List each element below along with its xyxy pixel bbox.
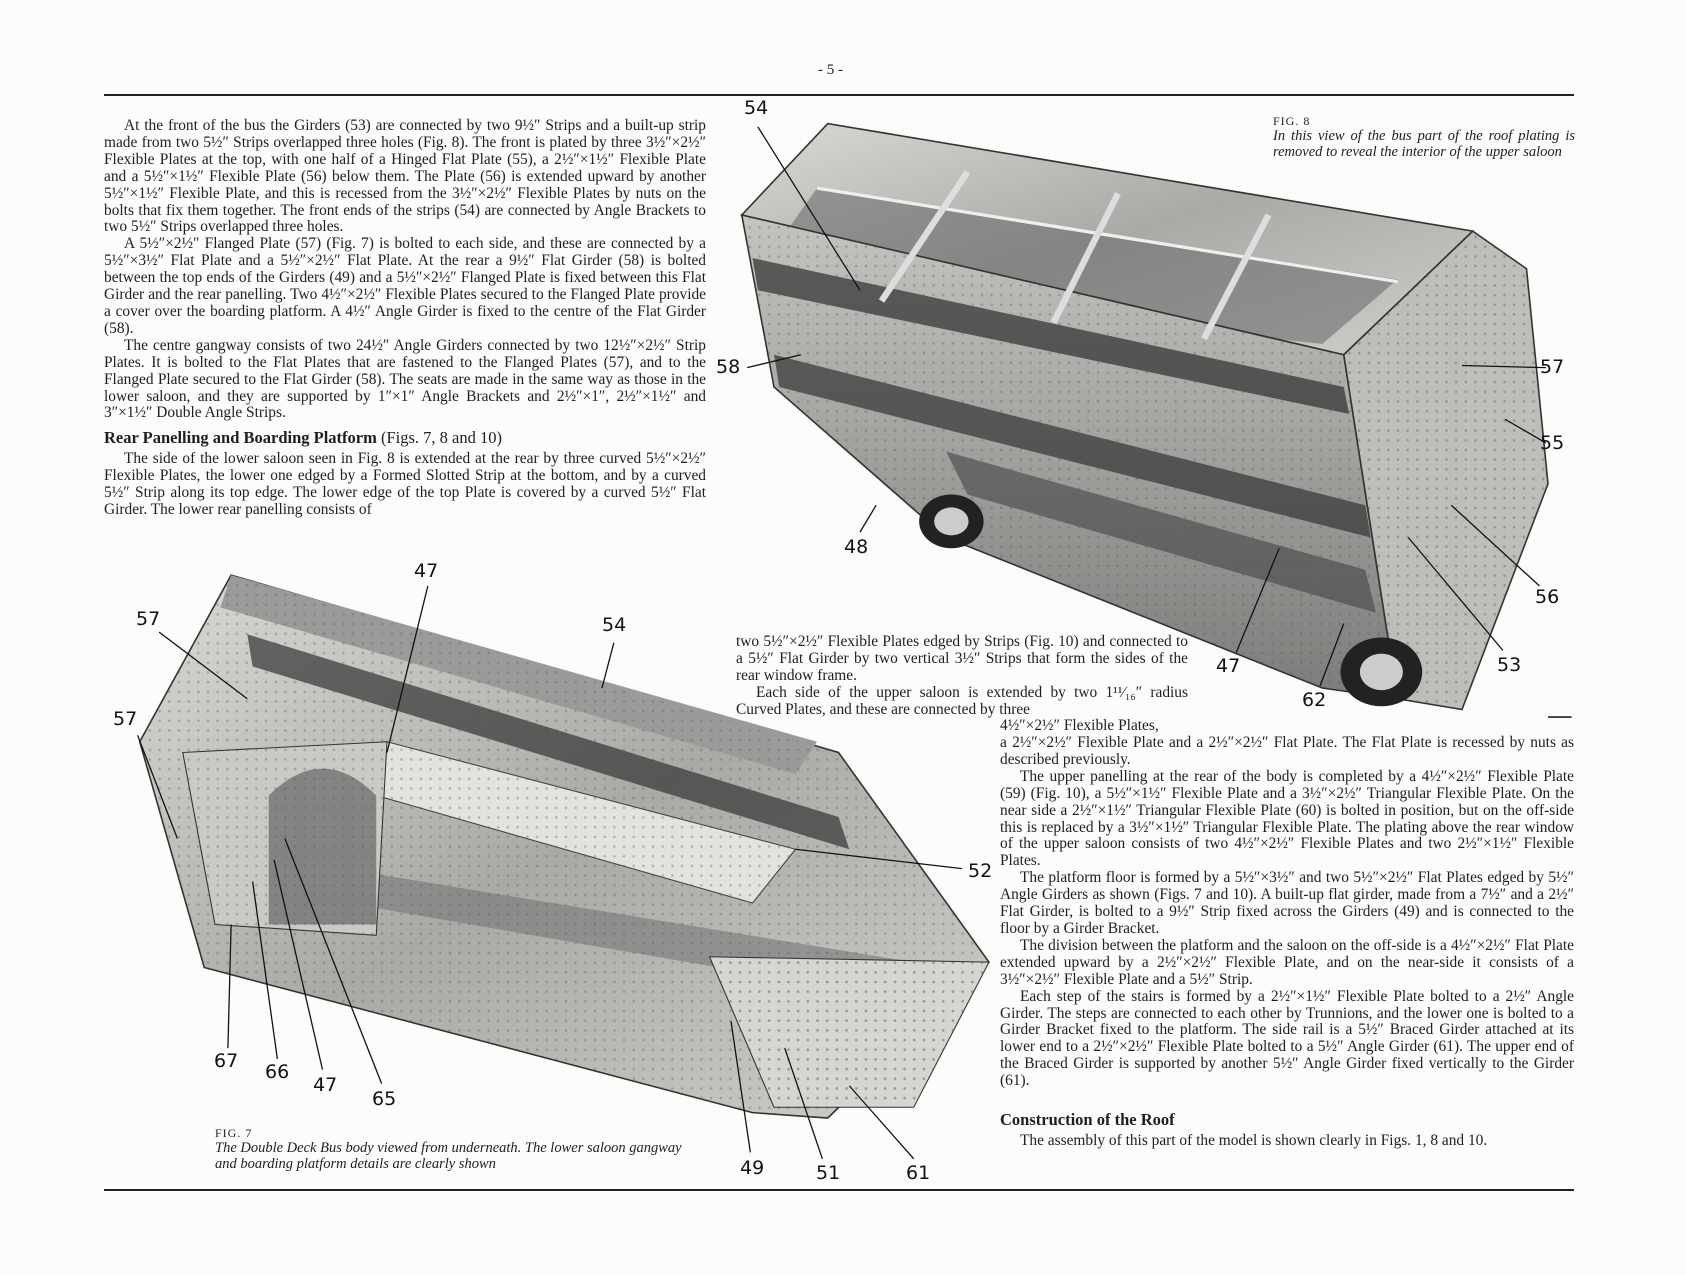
body-paragraph: Each step of the stairs is formed by a 2… — [1000, 987, 1574, 1090]
body-paragraph: The platform floor is formed by a 5½″×3½… — [1000, 869, 1574, 937]
fig7-callout: 67 — [214, 1050, 239, 1072]
fig7-caption: FIG. 7 The Double Deck Bus body viewed f… — [215, 1126, 685, 1172]
body-paragraph: Each side of the upper saloon is extende… — [736, 683, 1188, 718]
body-paragraph: The side of the lower saloon seen in Fig… — [104, 450, 706, 519]
bottom-rule — [104, 1189, 1574, 1191]
middle-text: two 5½″×2½″ Flexible Plates edged by Str… — [736, 633, 1188, 719]
body-paragraph: a 2½″×2½″ Flexible Plate and a 2½″×2½″ F… — [1000, 734, 1574, 768]
middle-wrap-line: 4½″×2½″ Flexible Plates, — [1000, 717, 1159, 735]
fig7-bus-photo — [138, 574, 991, 1119]
left-column: At the front of the bus the Girders (53)… — [104, 117, 706, 519]
fig7-callout: 57 — [113, 708, 138, 730]
body-paragraph: The centre gangway consists of two 24½″ … — [104, 336, 706, 422]
fig8-callout: 47 — [1216, 655, 1241, 677]
body-paragraph: The upper panelling at the rear of the b… — [1000, 767, 1574, 870]
fig7-callout: 51 — [816, 1162, 841, 1184]
heading-figs: (Figs. 7, 8 and 10) — [381, 428, 502, 448]
section-heading-rear-panelling: Rear Panelling and Boarding Platform (Fi… — [104, 428, 706, 448]
fig7-label: FIG. 7 — [215, 1126, 253, 1140]
body-paragraph: The assembly of this part of the model i… — [1020, 1132, 1488, 1150]
body-paragraph: A 5½″×2½″ Flanged Plate (57) (Fig. 7) is… — [104, 235, 706, 337]
body-paragraph: At the front of the bus the Girders (53)… — [104, 117, 706, 236]
fig8-callout: 54 — [744, 97, 769, 119]
fig7-callout: 65 — [372, 1088, 397, 1110]
fig7-callout: 49 — [740, 1157, 765, 1179]
fig8-callout: 48 — [844, 536, 869, 558]
body-line: 4½″×2½″ Flexible Plates, — [1000, 717, 1159, 734]
fig7-callout: 47 — [414, 560, 439, 582]
fig8-caption-text: In this view of the bus part of the roof… — [1273, 128, 1575, 160]
fig7-callout: 54 — [602, 614, 627, 636]
section-heading-roof: Construction of the Roof — [1000, 1110, 1175, 1130]
body-paragraph: two 5½″×2½″ Flexible Plates edged by Str… — [736, 633, 1188, 684]
fig7-callout: 52 — [968, 860, 993, 882]
fig7-callout: 47 — [313, 1074, 338, 1096]
fig8-caption: FIG. 8 In this view of the bus part of t… — [1273, 114, 1575, 160]
fig7-callout: 57 — [136, 608, 161, 630]
body-paragraph: The division between the platform and th… — [1000, 936, 1574, 988]
fig8-callout: 57 — [1540, 356, 1565, 378]
heading-text: Rear Panelling and Boarding Platform — [104, 428, 377, 448]
fig8-bus-photo — [740, 122, 1572, 718]
fig8-callout: 55 — [1540, 432, 1565, 454]
fig8-callout: 58 — [716, 356, 741, 378]
fig8-leader-lines — [746, 126, 1547, 687]
fig7-callout: 66 — [265, 1061, 290, 1083]
fig8-label: FIG. 8 — [1273, 114, 1311, 128]
top-rule — [104, 94, 1574, 96]
fig7-callout: 61 — [906, 1162, 931, 1184]
fig8-callout: 53 — [1497, 654, 1522, 676]
page-number: - 5 - — [818, 62, 843, 78]
fig8-callout: 62 — [1302, 689, 1327, 711]
fig7-leader-lines — [136, 585, 963, 1160]
fig8-callout: 56 — [1535, 586, 1560, 608]
right-column: a 2½″×2½″ Flexible Plate and a 2½″×2½″ F… — [1000, 734, 1574, 1150]
fig7-caption-text: The Double Deck Bus body viewed from und… — [215, 1140, 682, 1172]
